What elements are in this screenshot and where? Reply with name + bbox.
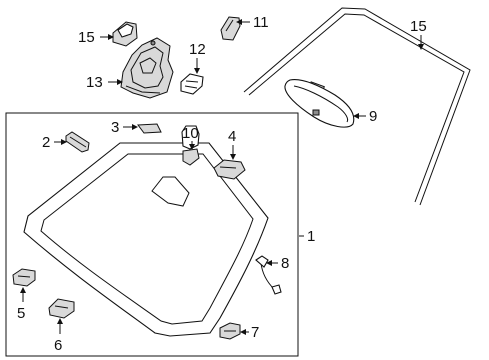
callout-15: 15 [410,18,427,35]
callout-7: 7 [251,324,259,341]
callout-14: 15 [78,29,95,46]
callout-8: 8 [281,255,289,272]
mounting-plate [137,123,162,134]
sensor-holder [213,159,246,180]
windshield-molding [243,7,471,206]
callout-3: 3 [111,119,119,136]
cover-strip [220,16,241,41]
callout-labels: 15 11 12 13 9 15 2 3 10 4 1 8 5 6 7 [17,14,427,354]
sensor-cover [112,21,138,47]
windshield-group-frame [5,112,299,357]
callout-9: 9 [369,108,377,125]
windshield-glass [23,142,269,337]
callout-6: 6 [54,337,62,354]
callout-4: 4 [228,128,236,145]
callout-10: 10 [182,125,199,142]
callout-1: 1 [307,228,315,245]
trim-piece [65,131,90,153]
retainer-clip [180,73,204,95]
callout-13: 13 [86,74,103,91]
callout-2: 2 [42,134,50,151]
wire-harness [255,255,282,295]
rear-view-mirror [284,79,355,128]
base-bracket [48,298,75,319]
mirror-bracket-assembly [120,37,174,99]
callout-5: 5 [17,305,25,322]
rain-sensor [181,125,200,166]
callout-12: 12 [189,41,206,58]
mirror-mount-patch [151,176,190,207]
end-cap [219,322,241,340]
leader-lines [20,19,424,335]
callout-11: 11 [253,14,269,31]
small-bracket [12,268,36,287]
